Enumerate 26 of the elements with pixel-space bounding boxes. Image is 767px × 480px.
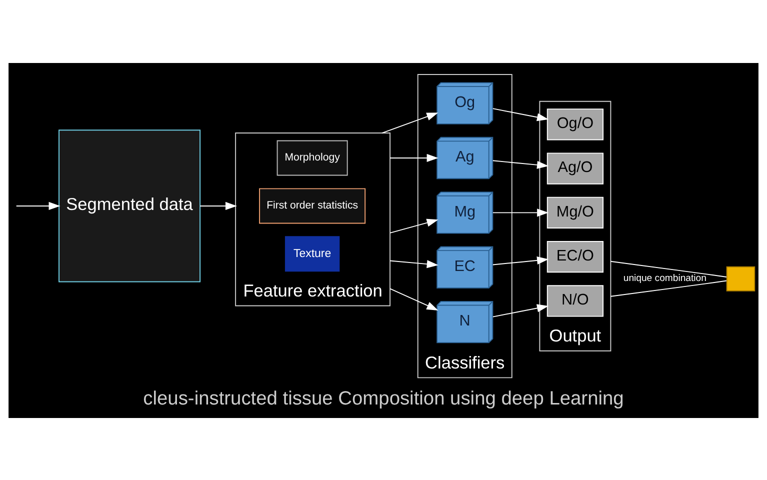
node-box: First order statistics xyxy=(259,188,366,224)
arrow xyxy=(492,256,549,265)
node-box: Og/O xyxy=(546,108,604,140)
node-box: Texture xyxy=(284,236,340,272)
arrow xyxy=(16,201,60,210)
node-box: EC/O xyxy=(546,240,604,272)
node-box xyxy=(726,266,756,291)
connector xyxy=(610,260,727,277)
arrow xyxy=(492,108,549,121)
node-box: Ag/O xyxy=(546,152,604,184)
arrow xyxy=(381,112,438,134)
arrow xyxy=(200,201,237,210)
node-box: Segmented data xyxy=(58,129,201,282)
edge-label: unique combination xyxy=(623,272,706,284)
arrow xyxy=(390,260,438,268)
node-box: Morphology xyxy=(276,140,348,176)
arrow xyxy=(390,288,438,310)
arrow xyxy=(492,208,549,216)
arrow xyxy=(492,160,549,168)
node-box: Mg/O xyxy=(546,196,604,228)
arrow xyxy=(492,304,549,317)
arrow xyxy=(390,153,438,162)
arrow xyxy=(390,218,438,233)
connector xyxy=(610,280,727,296)
node-box: N/O xyxy=(546,284,604,316)
caption: cleus-instructed tissue Composition using deep Learning xyxy=(143,388,624,410)
